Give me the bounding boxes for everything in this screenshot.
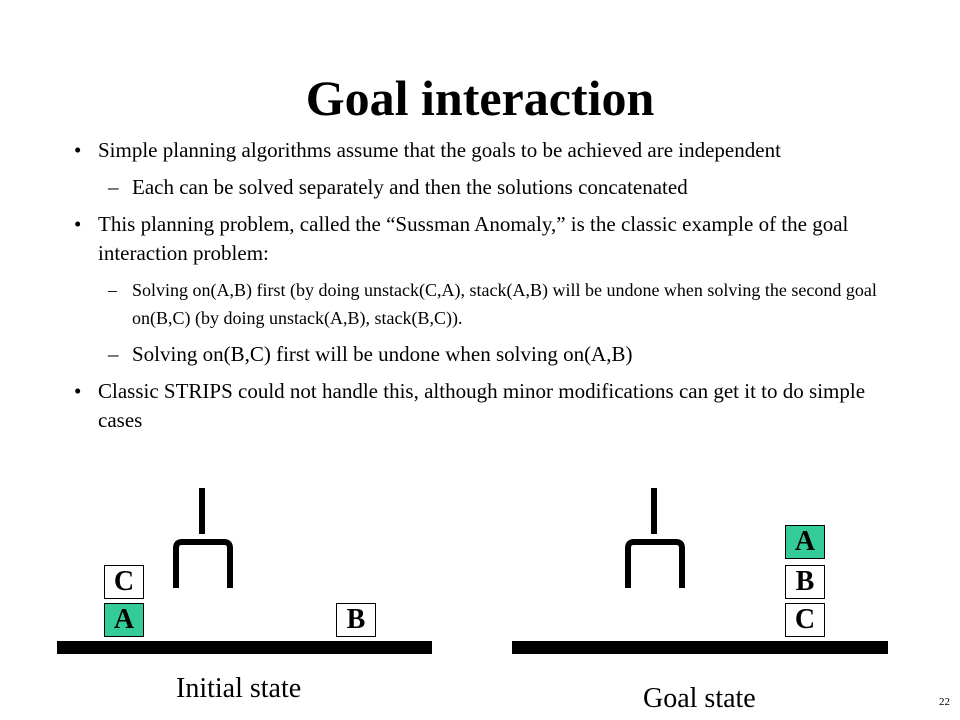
gripper-initial-icon bbox=[173, 488, 233, 588]
sub-bullet-solve-bc-first: – Solving on(B,C) first will be undone w… bbox=[74, 340, 894, 369]
sub-bullet-solve-ab-first: – Solving on(A,B) first (by doing unstac… bbox=[74, 276, 894, 332]
sub-bullet-solved-separately: – Each can be solved separately and then… bbox=[74, 173, 894, 202]
initial-table bbox=[57, 641, 432, 654]
goal-table bbox=[512, 641, 888, 654]
goal-block-b: B bbox=[785, 565, 825, 599]
initial-block-c: C bbox=[104, 565, 144, 599]
gripper-goal-icon bbox=[625, 488, 685, 588]
dash-marker: – bbox=[108, 280, 117, 300]
sub-bullet-text: Each can be solved separately and then t… bbox=[132, 175, 688, 199]
bullet-independent-goals: Simple planning algorithms assume that t… bbox=[74, 136, 894, 165]
sub-bullet-text: Solving on(A,B) first (by doing unstack(… bbox=[132, 280, 877, 328]
bullet-classic-strips: Classic STRIPS could not handle this, al… bbox=[74, 377, 894, 435]
goal-block-a: A bbox=[785, 525, 825, 559]
dash-marker: – bbox=[108, 342, 119, 366]
page-number: 22 bbox=[939, 696, 950, 708]
slide-title: Goal interaction bbox=[305, 70, 655, 126]
initial-block-b: B bbox=[336, 603, 376, 637]
goal-block-c: C bbox=[785, 603, 825, 637]
initial-block-a: A bbox=[104, 603, 144, 637]
goal-state-caption: Goal state bbox=[643, 683, 756, 714]
sub-bullet-text: Solving on(B,C) first will be undone whe… bbox=[132, 342, 633, 366]
dash-marker: – bbox=[108, 175, 119, 199]
bullet-sussman-anomaly: This planning problem, called the “Sussm… bbox=[74, 210, 894, 268]
bullet-list: Simple planning algorithms assume that t… bbox=[74, 136, 894, 443]
initial-state-caption: Initial state bbox=[176, 673, 302, 704]
